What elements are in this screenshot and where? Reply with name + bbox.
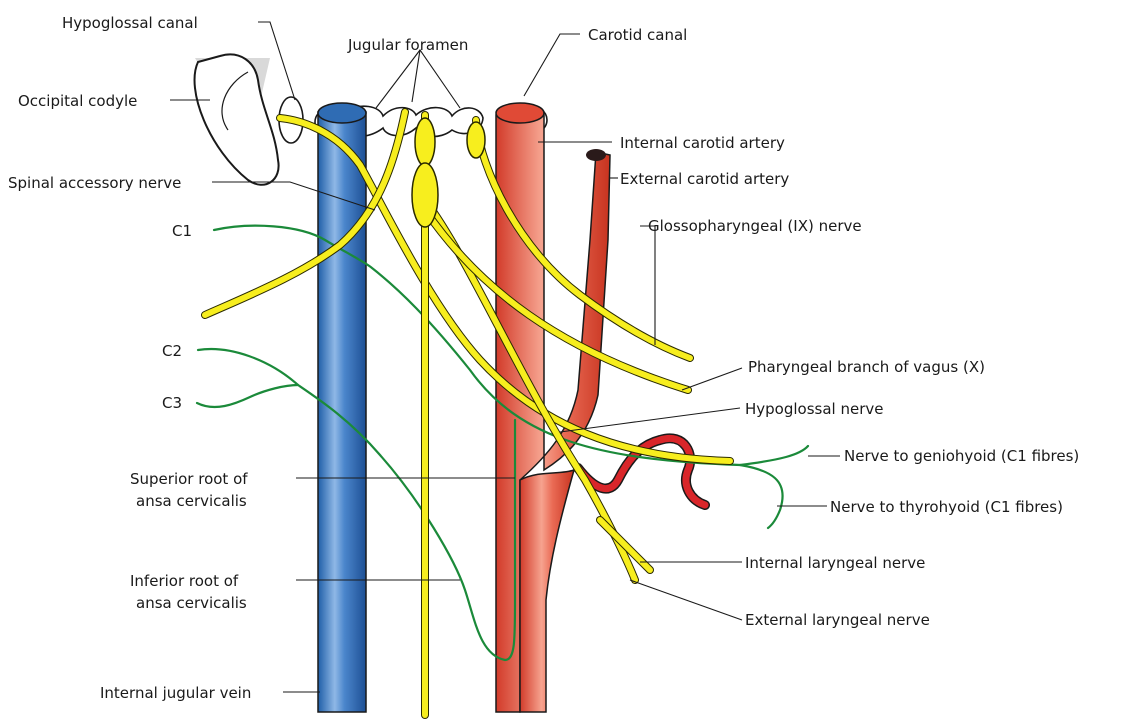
label-external-laryngeal-nerve: External laryngeal nerve — [745, 611, 930, 629]
label-pharyngeal-branch-vagus: Pharyngeal branch of vagus (X) — [748, 358, 985, 376]
label-jugular-foramen: Jugular foramen — [347, 36, 468, 54]
label-hypoglossal-nerve: Hypoglossal nerve — [745, 400, 884, 418]
label-glossopharyngeal-nerve: Glossopharyngeal (IX) nerve — [648, 217, 862, 235]
label-c3: C3 — [162, 394, 182, 412]
label-occipital-condyle: Occipital codyle — [18, 92, 137, 110]
label-inferior-root-line1: Inferior root of — [130, 572, 239, 590]
cranial-nerves-yellow — [205, 112, 730, 715]
label-superior-root-line2: ansa cervicalis — [136, 492, 247, 510]
label-inferior-root-line2: ansa cervicalis — [136, 594, 247, 612]
internal-jugular-vein-shape — [318, 103, 366, 712]
label-external-carotid-artery: External carotid artery — [620, 170, 789, 188]
label-internal-laryngeal-nerve: Internal laryngeal nerve — [745, 554, 925, 572]
label-superior-root-line1: Superior root of — [130, 470, 248, 488]
label-hypoglossal-canal: Hypoglossal canal — [62, 14, 198, 32]
label-c1: C1 — [172, 222, 192, 240]
label-internal-jugular-vein: Internal jugular vein — [100, 684, 251, 702]
label-nerve-to-thyrohyoid: Nerve to thyrohyoid (C1 fibres) — [830, 498, 1063, 516]
label-c2: C2 — [162, 342, 182, 360]
occipital-condyle-shape — [195, 54, 279, 184]
label-internal-carotid-artery: Internal carotid artery — [620, 134, 785, 152]
label-spinal-accessory-nerve: Spinal accessory nerve — [8, 174, 181, 192]
label-nerve-to-geniohyoid: Nerve to geniohyoid (C1 fibres) — [844, 447, 1079, 465]
label-carotid-canal: Carotid canal — [588, 26, 687, 44]
carotid-artery-shape — [496, 103, 610, 712]
